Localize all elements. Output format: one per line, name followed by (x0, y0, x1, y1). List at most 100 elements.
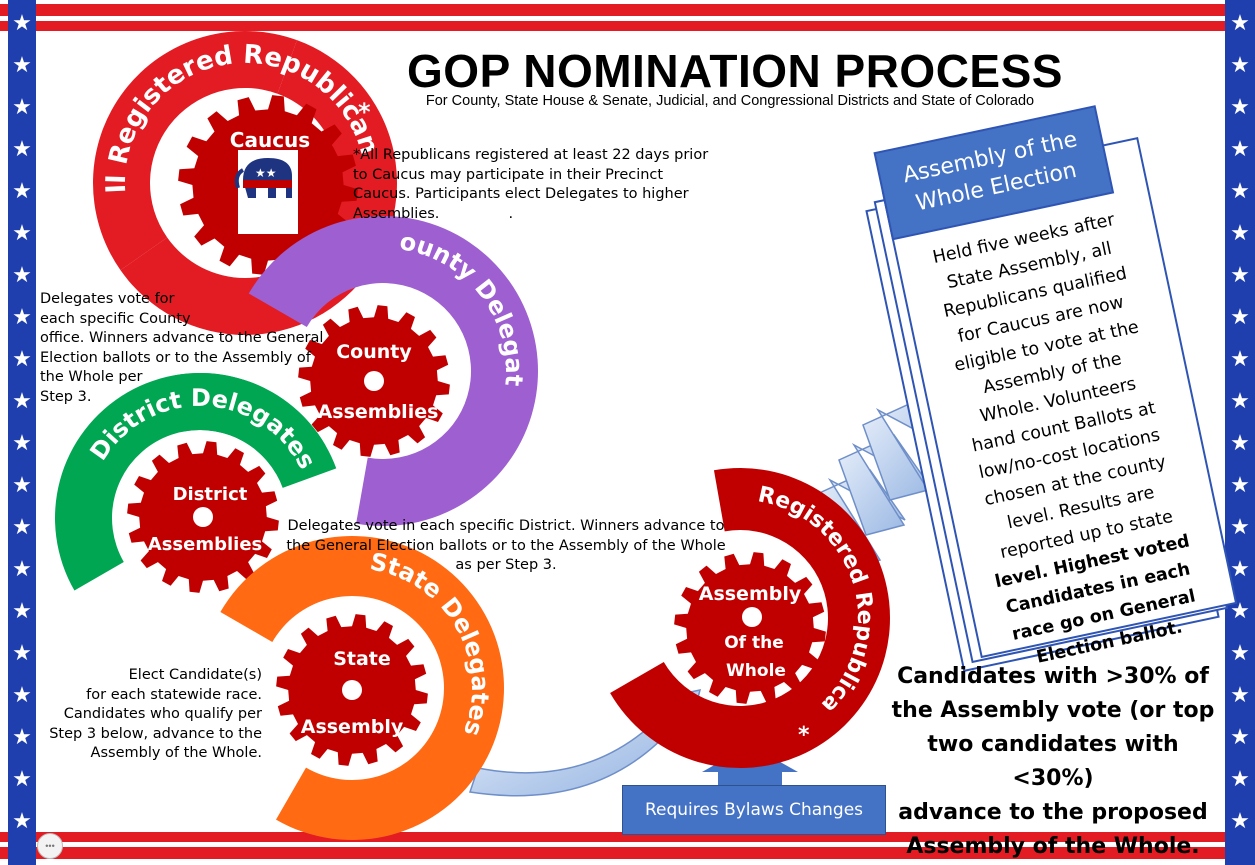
county-gear-label: Assemblies (318, 401, 439, 423)
whole-star-mark: * (798, 723, 810, 748)
caucus-gear-label: Caucus (230, 128, 310, 152)
caucus-note: *All Republicans registered at least 22 … (353, 146, 733, 224)
gop-elephant-icon: ★★ (234, 158, 292, 198)
county-ring-arc (248, 216, 539, 526)
border-star-icon: ★ (1230, 305, 1250, 330)
state-note-line: Elect Candidate(s) (128, 667, 262, 683)
border-star-icon: ★ (1230, 515, 1250, 540)
border-star-icon: ★ (1230, 11, 1250, 36)
whole-ring-arc (610, 468, 890, 768)
whole-gear-label: Assembly (699, 583, 802, 605)
border-star-icon: ★ (1230, 725, 1250, 750)
district-note-line: the General Election ballots or to the A… (286, 537, 726, 554)
border-star-icon: ★ (1230, 809, 1250, 834)
border-star-icon: ★ (12, 305, 32, 330)
border-stars: ★★★★★★★★★★★★★★★★★★★★★★★★★★★★★★★★★★★★★★★★ (12, 11, 1250, 834)
threshold-note: Candidates with >30% of the Assembly vot… (888, 660, 1218, 864)
state-gear-label: State (333, 648, 391, 670)
border-star-icon: ★ (1230, 683, 1250, 708)
border-star-icon: ★ (12, 683, 32, 708)
page-title: GOP NOMINATION PROCESS (407, 45, 1063, 97)
border-star-icon: ★ (12, 11, 32, 36)
county-note-line: each specific County (40, 310, 191, 327)
border-star-icon: ★ (1230, 641, 1250, 666)
county-gear-label: County (336, 341, 412, 363)
state-note: Elect Candidate(s) for each statewide ra… (40, 666, 262, 764)
county-gear-hub (364, 371, 384, 391)
border-star-icon: ★ (12, 515, 32, 540)
district-note: Delegates vote in each specific District… (286, 517, 726, 576)
county-note-line: the Whole per (40, 369, 143, 385)
threshold-line: Candidates with >30% of (897, 664, 1209, 689)
border-star-icon: ★ (12, 725, 32, 750)
border-star-icon: ★ (1230, 431, 1250, 456)
caucus-note-line: Assemblies. . (353, 205, 514, 222)
threshold-line: advance to the proposed (898, 800, 1208, 825)
threshold-line: the Assembly vote (or top (891, 698, 1215, 723)
right-star-border (1225, 0, 1255, 865)
caucus-note-line: Caucus. Participants elect Delegates to … (353, 186, 689, 202)
state-note-line: for each statewide race. (86, 686, 262, 703)
district-note-line: Delegates vote in each specific District… (287, 518, 725, 534)
state-note-line: Assembly of the Whole. (90, 745, 262, 761)
border-star-icon: ★ (12, 221, 32, 246)
border-star-icon: ★ (12, 767, 32, 792)
border-star-icon: ★ (1230, 347, 1250, 372)
border-star-icon: ★ (1230, 473, 1250, 498)
state-note-line: Step 3 below, advance to the (49, 725, 262, 742)
caucus-star-mark: * (358, 98, 371, 126)
state-gear-label: Assembly (301, 716, 404, 738)
border-star-icon: ★ (12, 599, 32, 624)
border-star-icon: ★ (1230, 53, 1250, 78)
border-star-icon: ★ (12, 179, 32, 204)
whole-gear-label: Whole (726, 661, 786, 681)
border-star-icon: ★ (1230, 389, 1250, 414)
assembly-scroll (865, 105, 1238, 673)
slide-options-button[interactable]: ••• (37, 833, 63, 859)
border-star-icon: ★ (12, 557, 32, 582)
svg-text:★★: ★★ (255, 166, 277, 180)
border-star-icon: ★ (12, 389, 32, 414)
page-subtitle: For County, State House & Senate, Judici… (425, 93, 1035, 109)
border-star-icon: ★ (12, 347, 32, 372)
district-gear-hub (193, 507, 213, 527)
caucus-note-line: to Caucus may participate in their Preci… (353, 166, 664, 183)
border-star-icon: ★ (12, 641, 32, 666)
county-note-line: office. Winners advance to the General (40, 330, 324, 346)
border-star-icon: ★ (1230, 137, 1250, 162)
border-star-icon: ★ (1230, 179, 1250, 204)
caucus-note-line: *All Republicans registered at least 22 … (353, 147, 709, 163)
border-star-icon: ★ (1230, 263, 1250, 288)
left-star-border (8, 0, 36, 865)
border-star-icon: ★ (12, 473, 32, 498)
state-note-line: Candidates who qualify per (63, 706, 262, 722)
border-star-icon: ★ (1230, 221, 1250, 246)
state-gear-hub (342, 680, 362, 700)
whole-gear-hub (742, 607, 762, 627)
border-star-icon: ★ (12, 137, 32, 162)
border-star-icon: ★ (12, 95, 32, 120)
county-note: Delegates vote for each specific County … (40, 290, 340, 407)
whole-gear-label: Of the (724, 633, 784, 653)
district-ring-arc (174, 373, 337, 488)
county-note-line: Delegates vote for (40, 291, 175, 307)
bylaws-changes-box: Requires Bylaws Changes (622, 785, 886, 835)
district-gear-label: District (173, 484, 248, 505)
district-gear-label: Assemblies (148, 534, 262, 555)
border-star-icon: ★ (1230, 599, 1250, 624)
county-note-line: Election ballots or to the Assembly of (40, 349, 311, 366)
border-star-icon: ★ (1230, 767, 1250, 792)
threshold-line: two candidates with <30%) (927, 732, 1179, 791)
border-star-icon: ★ (1230, 557, 1250, 582)
border-star-icon: ★ (12, 53, 32, 78)
border-star-icon: ★ (12, 431, 32, 456)
district-note-line: as per Step 3. (455, 557, 557, 573)
whole-gear (674, 552, 826, 704)
top-stripe-border (0, 4, 1255, 31)
threshold-line: Assembly of the Whole. (906, 834, 1200, 859)
border-star-icon: ★ (12, 809, 32, 834)
